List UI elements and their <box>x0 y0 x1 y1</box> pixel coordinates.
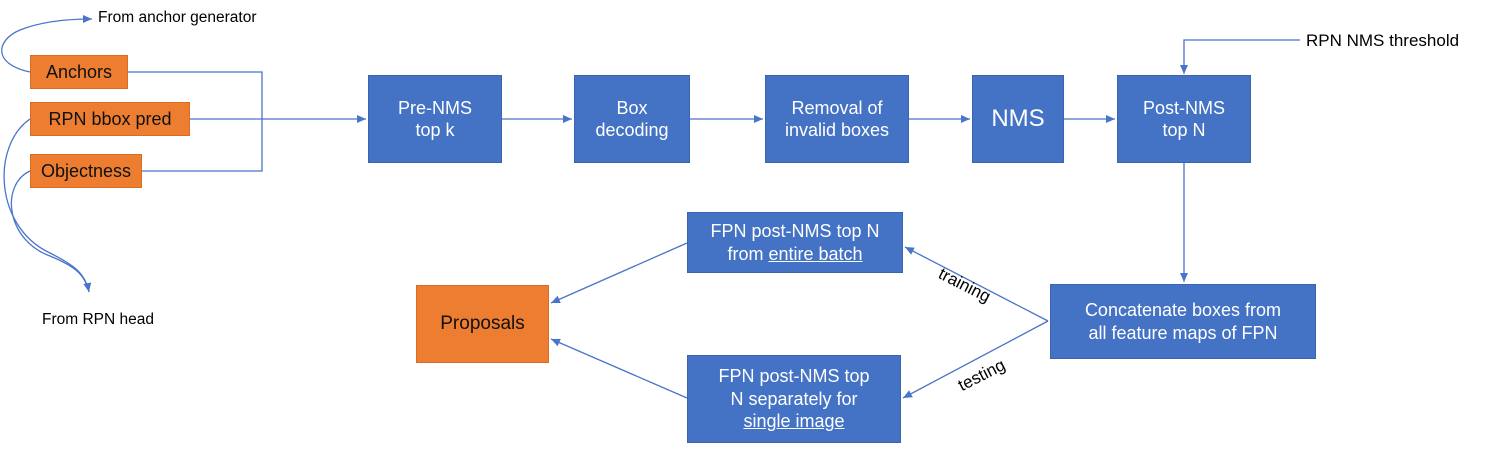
fpn-single-underlined: single image <box>743 411 845 432</box>
pre-nms-top-k-box: Pre-NMS top k <box>368 75 502 163</box>
anchor-generator-arrow <box>1 15 93 73</box>
fpn-single-image-box: FPN post-NMS top N separately for single… <box>687 355 901 443</box>
rpn-nms-threshold-label: RPN NMS threshold <box>1306 31 1460 50</box>
proposals-box: Proposals <box>416 285 549 363</box>
objectness-box: Objectness <box>30 154 142 188</box>
rpn-head-arrow-from-objectness <box>10 170 90 293</box>
rpn-head-arrow-from-bbox <box>3 118 92 293</box>
anchors-label: Anchors <box>45 61 113 82</box>
from-rpn-head-label: From RPN head <box>42 311 154 328</box>
batch-to-proposals-arrow <box>550 242 688 304</box>
objectness-label: Objectness <box>40 160 132 181</box>
post-nms-line-2: top N <box>1162 120 1206 140</box>
pre-nms-line-2: top k <box>415 120 455 140</box>
fpn-single-line-1: FPN post-NMS top <box>718 366 870 387</box>
training-arrow <box>904 246 1049 322</box>
rpn-bbox-pred-box: RPN bbox pred <box>30 102 190 136</box>
concatenate-line-2: all feature maps of FPN <box>1088 322 1278 343</box>
fpn-entire-batch-box: FPN post-NMS top N from entire batch <box>687 212 903 273</box>
rpn-bbox-pred-label: RPN bbox pred <box>48 108 172 129</box>
nms-label: NMS <box>991 105 1045 132</box>
threshold-arrow <box>1180 39 1300 74</box>
concatenate-box: Concatenate boxes from all feature maps … <box>1050 284 1316 359</box>
box-decoding-box: Box decoding <box>574 75 690 163</box>
single-to-proposals-arrow <box>550 338 688 399</box>
removal-line-1: Removal of <box>791 97 883 118</box>
post-nms-line-1: Post-NMS <box>1142 97 1225 118</box>
fpn-batch-underlined: entire batch <box>768 243 863 264</box>
anchors-merge-line <box>128 71 263 172</box>
nms-box: NMS <box>972 75 1064 163</box>
fpn-batch-prefix: from <box>727 243 769 264</box>
proposals-label: Proposals <box>440 313 525 335</box>
anchors-box: Anchors <box>30 55 128 89</box>
removal-line-2: invalid boxes <box>784 120 890 140</box>
pre-nms-line-1: Pre-NMS <box>397 97 472 118</box>
box-decoding-line-2: decoding <box>595 120 669 140</box>
fpn-single-line-2: N separately for <box>730 388 858 409</box>
testing-arrow <box>902 320 1049 399</box>
removal-invalid-boxes-box: Removal of invalid boxes <box>765 75 909 163</box>
box-decoding-line-1: Box <box>616 97 648 118</box>
post-nms-top-n-box: Post-NMS top N <box>1117 75 1251 163</box>
concatenate-line-1: Concatenate boxes from <box>1084 300 1282 320</box>
fpn-batch-line-1: FPN post-NMS top N <box>710 221 880 241</box>
from-anchor-generator-label: From anchor generator <box>98 9 257 26</box>
